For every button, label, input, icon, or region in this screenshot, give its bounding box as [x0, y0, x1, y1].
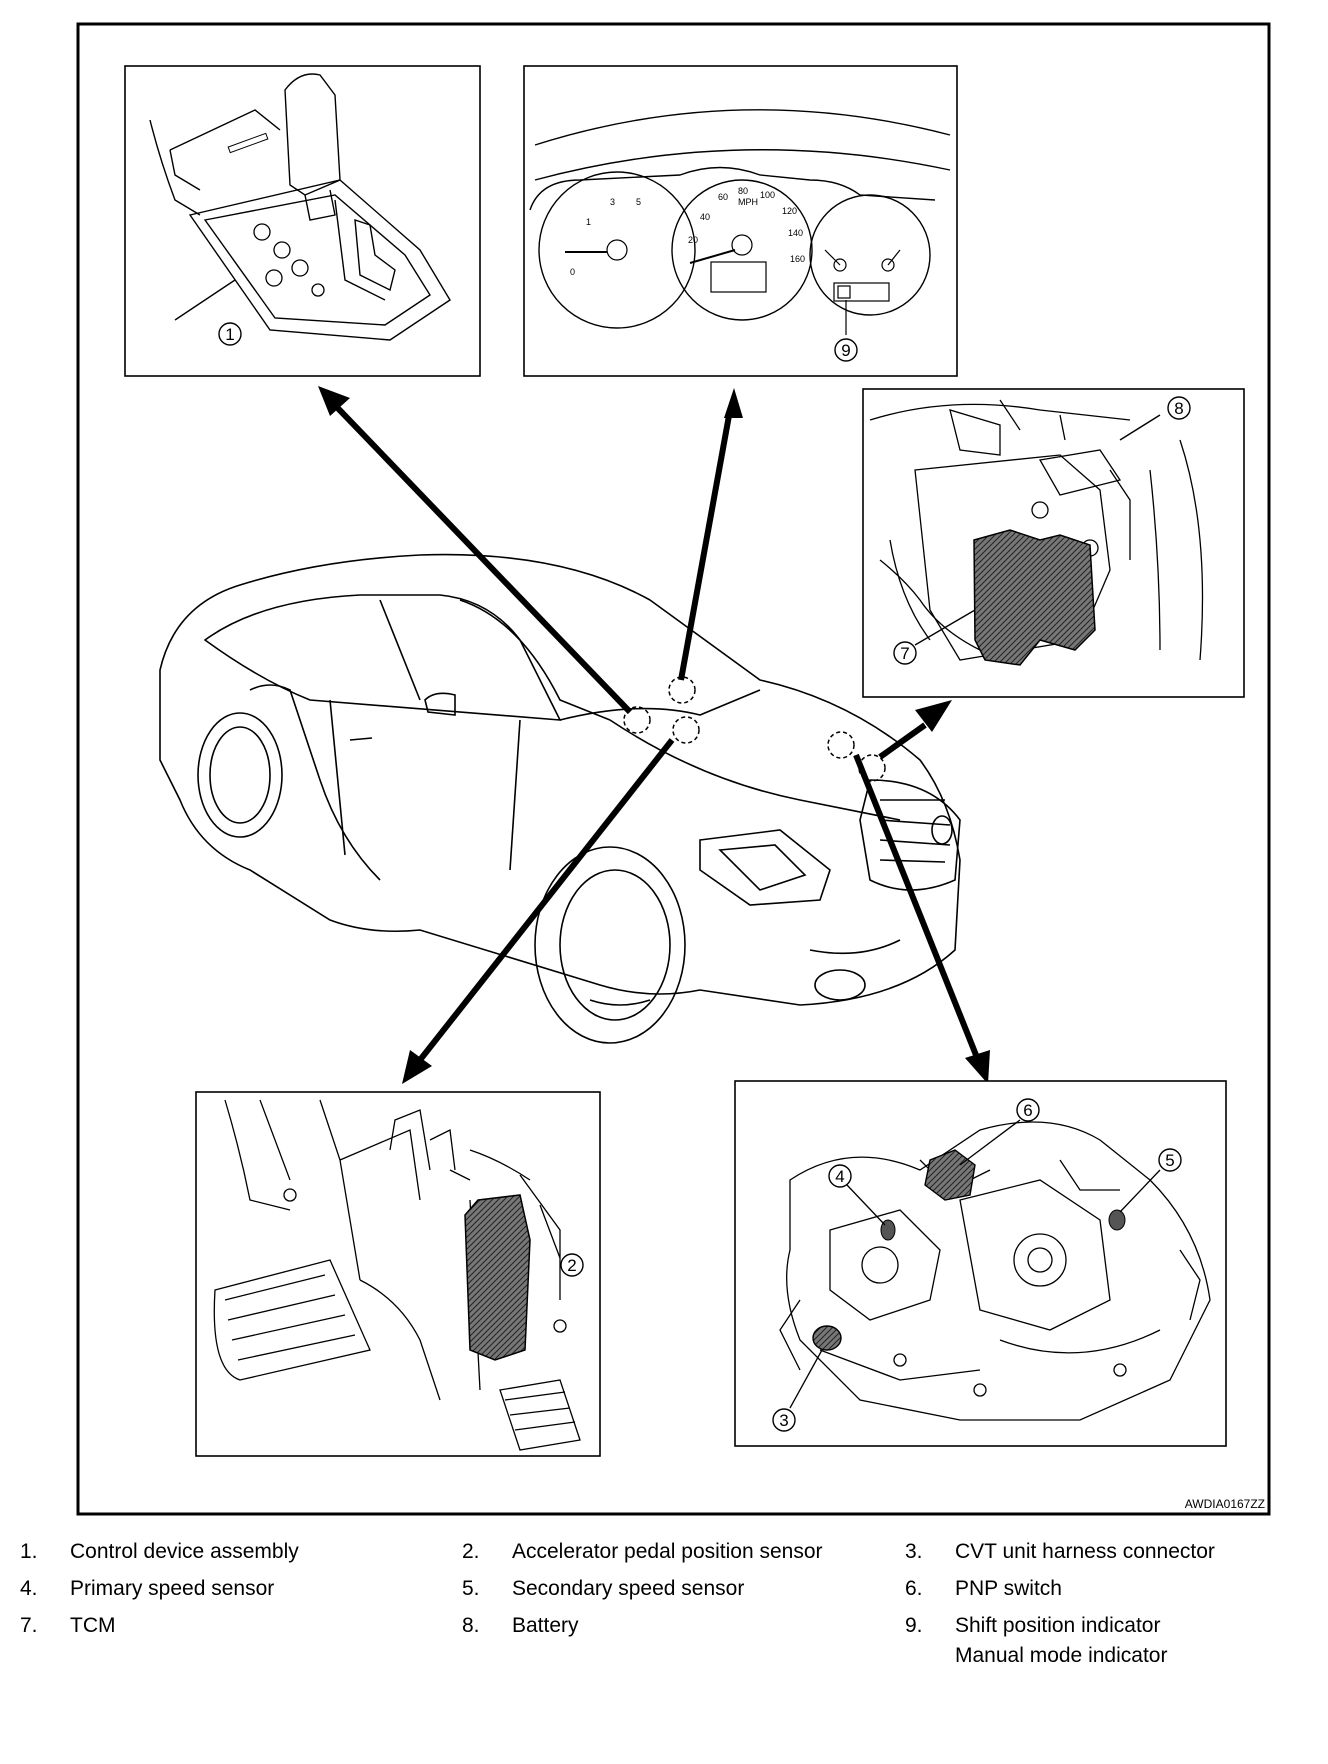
panel-tcm-battery: 8 7 [862, 388, 1245, 698]
cvt-harness-connector [812, 1325, 842, 1351]
app-sensor [464, 1194, 531, 1361]
panel-cvt-unit: 6 4 5 3 [734, 1080, 1227, 1447]
figure-code: AWDIA0167ZZ [1185, 1497, 1265, 1511]
speedo-label-100: 100 [760, 190, 775, 200]
legend-row-3: 7. TCM 8. Battery 9. Shift position indi… [0, 1614, 1328, 1667]
panel-control-device: 1 [124, 65, 481, 377]
legend-num-4: 4. [20, 1577, 38, 1600]
locator-circles [623, 676, 886, 782]
speedo-label-120: 120 [782, 206, 797, 216]
legend-text-1: Control device assembly [70, 1540, 299, 1563]
callout-9: 9 [841, 341, 850, 360]
legend-num-2: 2. [462, 1540, 480, 1563]
tach-label-3: 0 [570, 267, 575, 277]
legend-num-5: 5. [462, 1577, 480, 1600]
speedo-unit: MPH [738, 197, 758, 207]
panel-instrument-cluster: 1 3 5 0 20 40 60 80 100 120 140 160 MPH … [523, 65, 958, 377]
callout-5: 5 [1165, 1151, 1174, 1170]
legend-text-5: Secondary speed sensor [512, 1577, 745, 1600]
legend-text-3: CVT unit harness connector [955, 1540, 1215, 1563]
legend-row-2: 4. Primary speed sensor 5. Secondary spe… [0, 1577, 1328, 1607]
outer-frame [76, 22, 1271, 1516]
tcm-unit [973, 529, 1096, 666]
legend-num-3: 3. [905, 1540, 923, 1563]
legend-num-7: 7. [20, 1614, 38, 1637]
callout-2: 2 [567, 1256, 576, 1275]
speedo-label-140: 140 [788, 228, 803, 238]
legend-num-6: 6. [905, 1577, 923, 1600]
callout-6: 6 [1023, 1101, 1032, 1120]
secondary-speed-sensor [1108, 1209, 1126, 1231]
pointer-arrows [327, 397, 981, 1062]
callout-7: 7 [900, 644, 909, 663]
speedo-label-20: 20 [688, 235, 698, 245]
legend-num-1: 1. [20, 1540, 38, 1563]
arrow-heads [318, 386, 990, 1084]
speedo-label-40: 40 [700, 212, 710, 222]
legend-num-8: 8. [462, 1614, 480, 1637]
callout-3: 3 [779, 1411, 788, 1430]
legend-text-8: Battery [512, 1614, 579, 1637]
speedo-label-80: 80 [738, 186, 748, 196]
legend-text-9b: Manual mode indicator [955, 1644, 1168, 1667]
tach-label-0: 1 [586, 217, 591, 227]
callout-1: 1 [225, 325, 234, 344]
legend-row-1: 1. Control device assembly 2. Accelerato… [0, 1540, 1328, 1570]
tach-label-1: 3 [610, 197, 615, 207]
legend-text-2: Accelerator pedal position sensor [512, 1540, 823, 1563]
vehicle-illustration [159, 553, 961, 1044]
legend-num-9: 9. [905, 1614, 923, 1637]
callout-4: 4 [835, 1167, 844, 1186]
component-location-diagram: 1 1 3 5 0 [76, 22, 1271, 1516]
legend-text-9: Shift position indicator [955, 1614, 1161, 1637]
panel-accelerator-pedal: 2 [195, 1091, 601, 1457]
speedo-label-60: 60 [718, 192, 728, 202]
legend-text-6: PNP switch [955, 1577, 1062, 1600]
legend-text-4: Primary speed sensor [70, 1577, 275, 1600]
speedo-label-160: 160 [790, 254, 805, 264]
legend-text-7: TCM [70, 1614, 116, 1637]
tach-label-2: 5 [636, 197, 641, 207]
callout-8: 8 [1174, 399, 1183, 418]
